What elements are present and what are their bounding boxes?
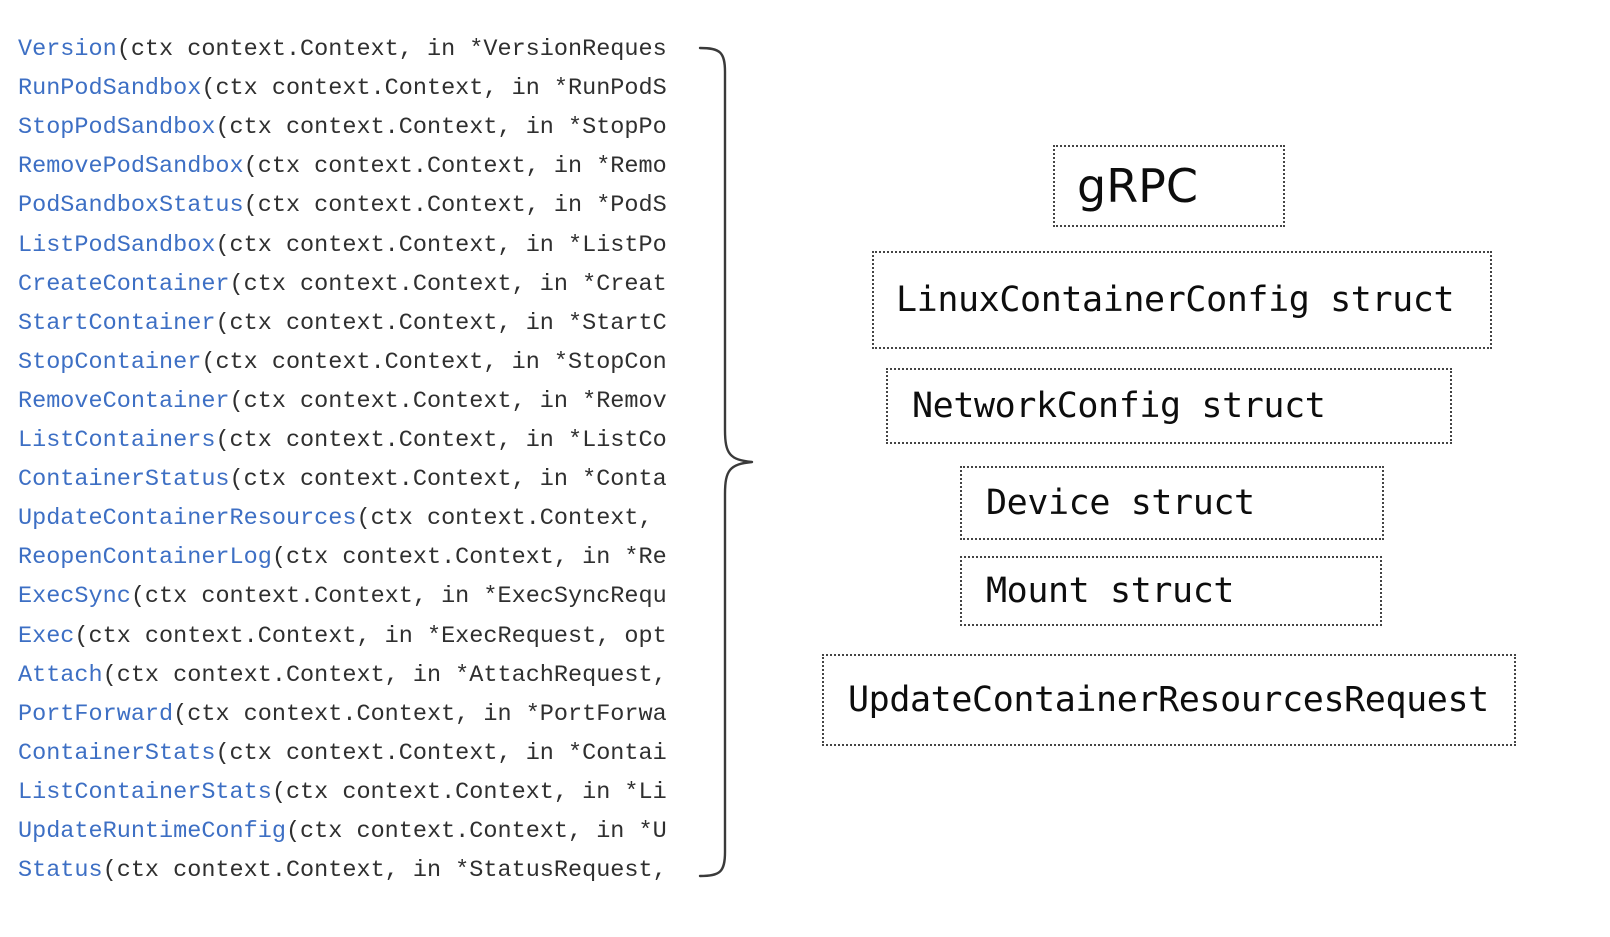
method-name: ExecSync bbox=[18, 583, 131, 611]
method-name: ListPodSandbox bbox=[18, 231, 216, 259]
method-signature: (ctx context.Context, in *PortForwa bbox=[173, 700, 667, 728]
method-signature: (ctx context.Context, in *ListCo bbox=[215, 427, 667, 454]
method-signature: (ctx context.Context, bbox=[356, 505, 667, 533]
code-line: UpdateContainerResources(ctx context.Con… bbox=[18, 507, 667, 531]
method-signature: (ctx context.Context, in *RunPodS bbox=[201, 75, 667, 103]
method-name: RemoveContainer bbox=[18, 387, 230, 415]
box-device-label: Device struct bbox=[986, 483, 1255, 523]
code-listing-panel: Version(ctx context.Context, in *Version… bbox=[0, 0, 700, 937]
box-mount[interactable]: Mount struct bbox=[960, 556, 1382, 626]
method-name: Status bbox=[18, 857, 103, 885]
box-networkconfig[interactable]: NetworkConfig struct bbox=[886, 368, 1452, 444]
box-grpc[interactable]: gRPC bbox=[1053, 145, 1285, 227]
box-networkconfig-label: NetworkConfig struct bbox=[912, 386, 1326, 426]
method-name: UpdateContainerResources bbox=[18, 505, 357, 533]
method-name: ReopenContainerLog bbox=[18, 544, 272, 572]
box-device[interactable]: Device struct bbox=[960, 466, 1384, 540]
code-line: Exec(ctx context.Context, in *ExecReques… bbox=[18, 622, 667, 650]
code-line: Version(ctx context.Context, in *Version… bbox=[18, 38, 667, 62]
method-signature: (ctx context.Context, in *PodS bbox=[243, 192, 667, 220]
method-name: RemovePodSandbox bbox=[18, 153, 244, 181]
code-line: ExecSync(ctx context.Context, in *ExecSy… bbox=[18, 585, 667, 609]
method-name: ContainerStatus bbox=[18, 466, 230, 494]
box-updatecontainerresourcesrequest-label: UpdateContainerResourcesRequest bbox=[848, 680, 1489, 720]
method-name: PodSandboxStatus bbox=[18, 192, 244, 220]
method-name: ContainerStats bbox=[18, 739, 216, 767]
method-signature: (ctx context.Context, in *Remo bbox=[243, 153, 667, 181]
method-signature: (ctx context.Context, in *VersionReques bbox=[116, 36, 667, 63]
method-name: PortForward bbox=[18, 700, 174, 728]
method-name: Version bbox=[18, 36, 117, 63]
code-line: ListContainerStats(ctx context.Context, … bbox=[18, 778, 667, 806]
code-line: Attach(ctx context.Context, in *AttachRe… bbox=[18, 661, 667, 689]
method-name: UpdateRuntimeConfig bbox=[18, 818, 286, 845]
code-line: PodSandboxStatus(ctx context.Context, in… bbox=[18, 194, 667, 218]
method-signature: (ctx context.Context, in *Conta bbox=[229, 466, 667, 494]
right-curly-brace-icon bbox=[698, 46, 754, 878]
code-line: UpdateRuntimeConfig(ctx context.Context,… bbox=[18, 820, 667, 844]
method-signature: (ctx context.Context, in *Li bbox=[271, 778, 667, 806]
code-line: CreateContainer(ctx context.Context, in … bbox=[18, 270, 667, 298]
method-name: CreateContainer bbox=[18, 270, 230, 298]
method-signature: (ctx context.Context, in *StopPo bbox=[215, 114, 667, 142]
code-line: StartContainer(ctx context.Context, in *… bbox=[18, 309, 667, 337]
box-linuxcontainerconfig[interactable]: LinuxContainerConfig struct bbox=[872, 251, 1492, 349]
code-line: StopPodSandbox(ctx context.Context, in *… bbox=[18, 116, 667, 140]
code-line: StopContainer(ctx context.Context, in *S… bbox=[18, 348, 667, 376]
method-name: ListContainerStats bbox=[18, 778, 272, 806]
method-signature: (ctx context.Context, in *StopCon bbox=[201, 348, 667, 376]
method-name: StopContainer bbox=[18, 348, 202, 376]
method-signature: (ctx context.Context, in *U bbox=[285, 818, 667, 845]
method-signature: (ctx context.Context, in *Remov bbox=[229, 387, 667, 415]
method-signature: (ctx context.Context, in *Contai bbox=[215, 739, 667, 767]
code-line: PortForward(ctx context.Context, in *Por… bbox=[18, 700, 667, 728]
method-signature: (ctx context.Context, in *StartC bbox=[215, 309, 667, 337]
method-name: ListContainers bbox=[18, 427, 216, 454]
box-updatecontainerresourcesrequest[interactable]: UpdateContainerResourcesRequest bbox=[822, 654, 1516, 746]
code-line: ContainerStatus(ctx context.Context, in … bbox=[18, 468, 667, 492]
method-signature: (ctx context.Context, in *AttachRequest, bbox=[102, 661, 667, 689]
code-line: RunPodSandbox(ctx context.Context, in *R… bbox=[18, 77, 667, 101]
box-mount-label: Mount struct bbox=[986, 571, 1235, 611]
method-name: RunPodSandbox bbox=[18, 75, 202, 103]
method-signature: (ctx context.Context, in *ExecSyncRequ bbox=[130, 583, 667, 611]
method-name: StartContainer bbox=[18, 309, 216, 337]
code-line: ListContainers(ctx context.Context, in *… bbox=[18, 429, 667, 453]
code-line: ListPodSandbox(ctx context.Context, in *… bbox=[18, 231, 667, 259]
method-signature: (ctx context.Context, in *ExecRequest, o… bbox=[74, 622, 667, 650]
code-line: ReopenContainerLog(ctx context.Context, … bbox=[18, 546, 667, 570]
box-linuxcontainerconfig-label: LinuxContainerConfig struct bbox=[896, 280, 1455, 320]
method-signature: (ctx context.Context, in *Creat bbox=[229, 270, 667, 298]
code-line: RemoveContainer(ctx context.Context, in … bbox=[18, 387, 667, 415]
code-line: RemovePodSandbox(ctx context.Context, in… bbox=[18, 155, 667, 179]
method-name: Exec bbox=[18, 622, 75, 650]
box-grpc-label: gRPC bbox=[1077, 159, 1199, 213]
method-name: StopPodSandbox bbox=[18, 114, 216, 142]
method-signature: (ctx context.Context, in *StatusRequest, bbox=[102, 857, 667, 885]
code-line: ContainerStats(ctx context.Context, in *… bbox=[18, 739, 667, 767]
method-signature: (ctx context.Context, in *ListPo bbox=[215, 231, 667, 259]
code-line: Status(ctx context.Context, in *StatusRe… bbox=[18, 859, 667, 883]
method-name: Attach bbox=[18, 661, 103, 689]
method-signature: (ctx context.Context, in *Re bbox=[271, 544, 667, 572]
